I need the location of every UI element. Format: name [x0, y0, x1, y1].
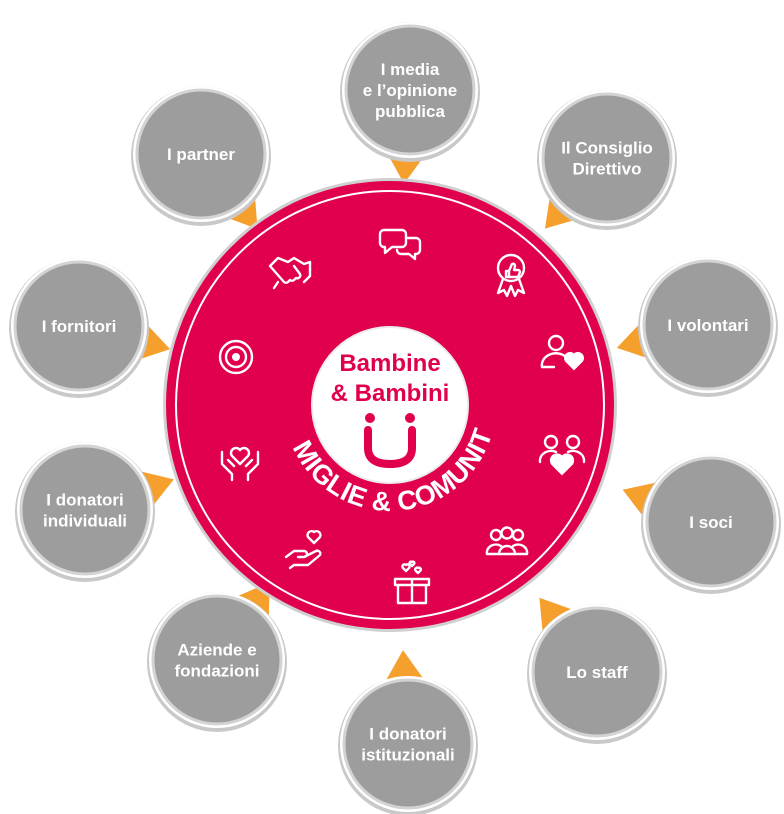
node-disc [531, 606, 663, 738]
node-label-consiglio: Il Consiglio [561, 138, 653, 157]
node-individuali: I donatori individuali [15, 442, 155, 582]
hand-heart-icon [284, 529, 322, 570]
node-aziende: Aziende e fondazioni [147, 592, 287, 732]
gift-box-hearts-icon [393, 560, 431, 605]
node-fornitori: I fornitori [9, 258, 149, 398]
node-layer: I media e l’opinione pubblica Il ConsiglioD… [9, 22, 781, 814]
node-label-istituzionali: I donatori [369, 724, 446, 743]
node-disc [19, 444, 151, 576]
node-media: I media e l’opinione pubblica [340, 22, 480, 162]
node-label-media: pubblica [375, 102, 445, 121]
node-label-volontari: I volontari [667, 316, 748, 335]
center-title-line2: & Bambini [331, 380, 450, 407]
node-label-partner: I partner [167, 145, 235, 164]
center-disc [311, 326, 469, 484]
handshake-icon [268, 256, 312, 290]
node-disc [642, 259, 774, 391]
center-title-line1: Bambine [339, 350, 440, 377]
hands-heart-icon [220, 446, 260, 482]
group-icon [485, 526, 529, 556]
people-heart-icon [538, 434, 586, 476]
node-disc [151, 594, 283, 726]
node-label-fornitori: I fornitori [42, 317, 117, 336]
person-heart-icon [540, 334, 584, 371]
node-label-aziende: fondazioni [175, 661, 260, 680]
node-disc [645, 456, 777, 588]
node-label-staff: Lo staff [566, 663, 628, 682]
node-disc [344, 24, 476, 156]
ring-inner-line [175, 190, 605, 620]
icon-layer [218, 228, 586, 605]
chat-bubbles-icon [378, 228, 422, 261]
target-icon [218, 339, 254, 375]
node-label-media: e l’opinione [363, 81, 457, 100]
node-istituzionali: I donatori istituzionali [338, 676, 478, 814]
node-staff: Lo staff [527, 604, 667, 744]
node-disc [342, 678, 474, 810]
node-volontari: I volontari [638, 257, 778, 397]
award-thumbs-up-icon [496, 253, 526, 298]
node-soci: I soci [641, 454, 781, 594]
node-label-soci: I soci [689, 513, 732, 532]
node-partner: I partner [131, 86, 271, 226]
node-label-istituzionali: istituzionali [361, 745, 455, 764]
node-label-media: I media [381, 60, 440, 79]
node-label-individuali: I donatori [46, 490, 123, 509]
smiley-logo [364, 413, 416, 469]
node-label-individuali: individuali [43, 511, 127, 530]
node-label-consiglio: Direttivo [573, 159, 642, 178]
node-disc [135, 88, 267, 220]
node-disc [13, 260, 145, 392]
node-label-aziende: Aziende e [177, 640, 256, 659]
node-disc [541, 92, 673, 224]
